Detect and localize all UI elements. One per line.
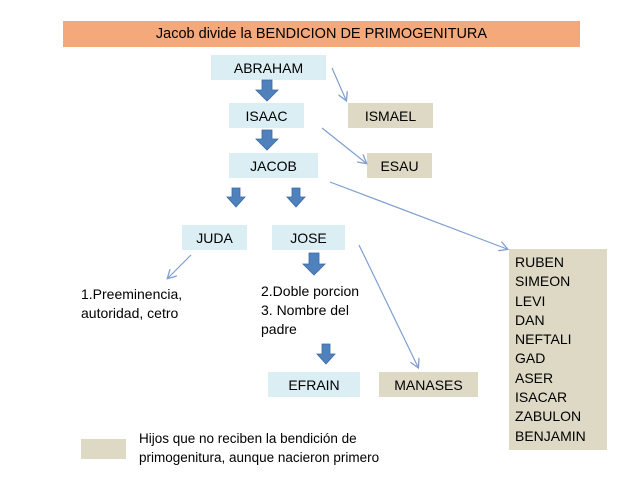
block-arrow-jose-blessing [302,252,326,276]
node-jacob: JACOB [229,153,318,178]
son-item: SIMEON [515,273,571,290]
excluded-sons-list: RUBEN SIMEON LEVI DAN NEFTALI GAD ASER I… [509,249,607,450]
son-item: DAN [515,311,545,328]
block-arrow-isaac-jacob [255,129,279,151]
legend-swatch [81,439,126,459]
node-efrain: EFRAIN [268,372,360,397]
node-isaac: ISAAC [229,103,304,128]
line-jose-manases [358,244,418,367]
son-item: ZABULON [515,408,582,425]
son-item: GAD [515,350,546,367]
jose-blessing-line: 3. Nombre del [261,302,349,318]
son-item: BENJAMIN [515,427,586,444]
block-arrow-jacob-juda [226,187,246,208]
jose-blessing-line: 2.Doble porcion [261,283,360,299]
diagram-title: Jacob divide la BENDICION DE PRIMOGENITU… [63,21,580,47]
block-arrow-jacob-jose [286,187,306,208]
son-item: RUBEN [515,254,565,270]
node-esau: ESAU [367,153,432,178]
node-ismael: ISMAEL [348,103,433,128]
line-jacob-sons [329,181,507,249]
juda-blessing-text: 1.Preeminencia, autoridad, cetro [81,285,182,323]
line-isaac-esau [321,127,366,163]
line-juda-blessing [168,254,192,278]
juda-blessing-line: autoridad, cetro [81,305,179,321]
block-arrow-abraham-isaac [255,79,279,102]
block-arrow-blessing-efrain [316,343,336,365]
son-item: ASER [515,369,554,386]
jose-blessing-text: 2.Doble porcion 3. Nombre del padre [261,282,359,339]
node-abraham: ABRAHAM [211,55,326,80]
juda-blessing-line: 1.Preeminencia, [81,286,183,302]
jose-blessing-line: padre [261,321,297,337]
node-jose: JOSE [272,225,345,250]
line-abraham-ismael [331,67,346,100]
legend-line: Hijos que no reciben la bendición de [139,431,357,446]
legend-line: primogenitura, aunque nacieron primero [139,450,380,465]
son-item: NEFTALI [515,331,572,348]
legend-text: Hijos que no reciben la bendición de pri… [139,429,379,467]
node-juda: JUDA [182,225,247,250]
son-item: ISACAR [515,389,568,406]
node-manases: MANASES [379,372,478,397]
son-item: LEVI [515,292,546,309]
